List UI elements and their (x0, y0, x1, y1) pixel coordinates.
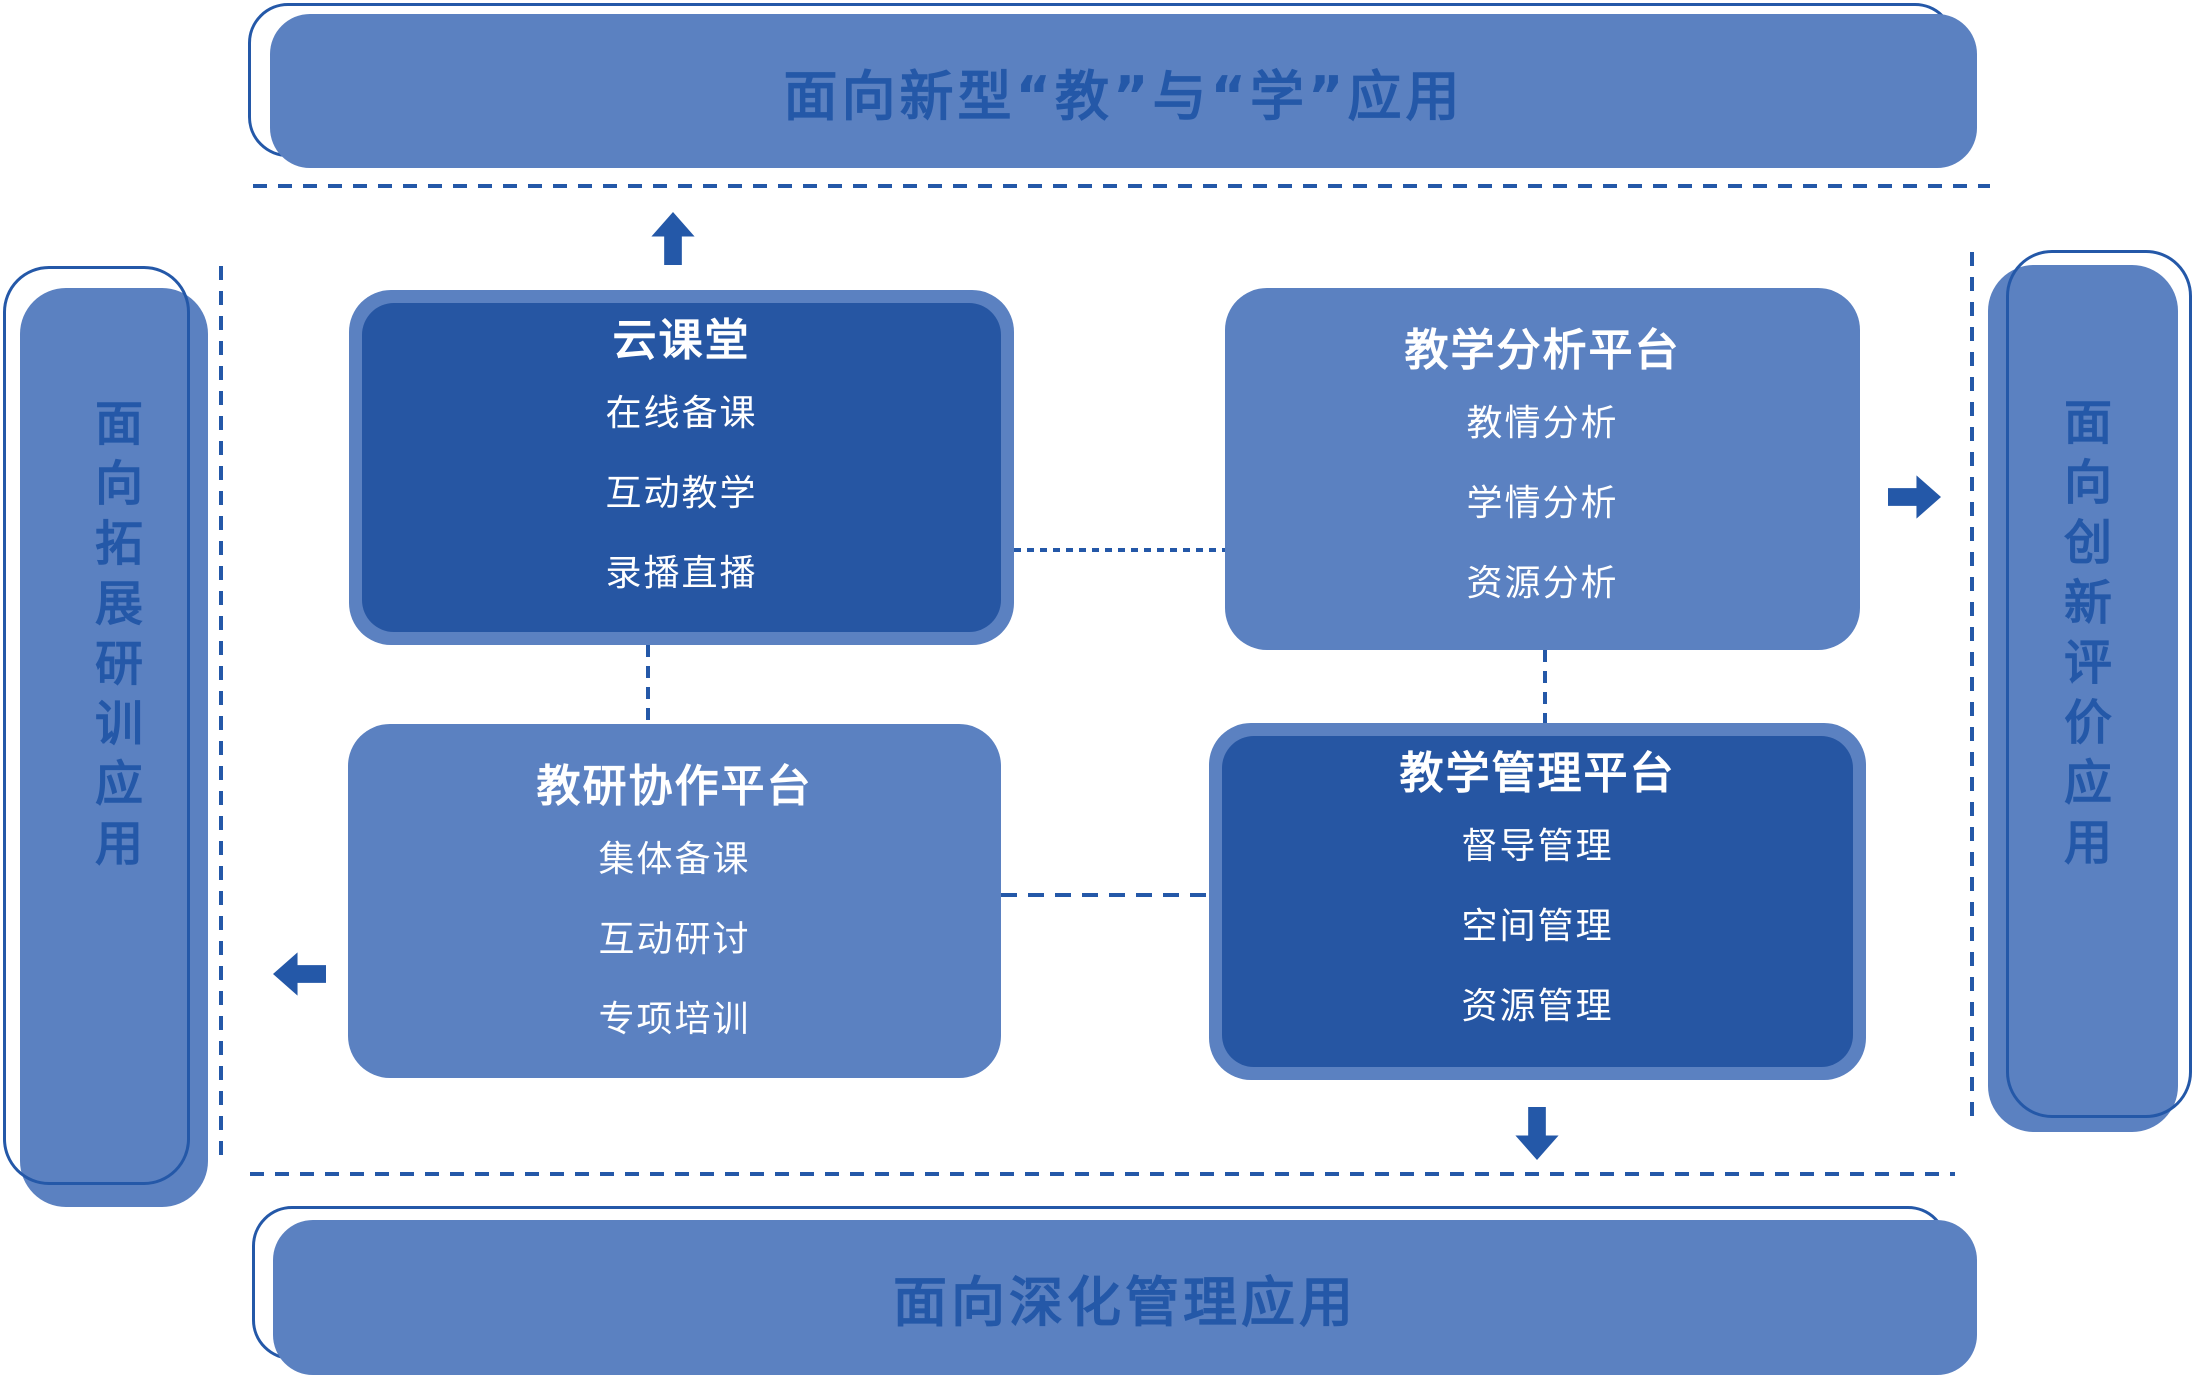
connector-analysis-to-management (1543, 650, 1547, 723)
up-arrow-icon (651, 212, 695, 265)
box-title: 教学分析平台 (1404, 325, 1681, 376)
connector-cloud-to-research (646, 645, 650, 724)
box-teaching-analysis: 教学分析平台 教情分析 学情分析 资源分析 (1225, 288, 1860, 650)
connector-cloud-to-analysis (1014, 548, 1225, 552)
left-arrow-icon (273, 952, 326, 996)
left-banner-outline (3, 266, 190, 1185)
box-item: 互动研讨 (598, 919, 751, 960)
box-item: 专项培训 (598, 999, 751, 1040)
box-item: 录播直播 (605, 553, 758, 594)
bottom-banner-label: 面向深化管理应用 (893, 1271, 1357, 1334)
top-banner-label: 面向新型“教”与“学”应用 (783, 64, 1464, 128)
box-title: 教研协作平台 (536, 761, 813, 812)
box-teaching-management: 教学管理平台 督导管理 空间管理 资源管理 (1209, 723, 1866, 1080)
right-banner-outline (2006, 250, 2192, 1118)
box-item: 资源管理 (1461, 986, 1614, 1027)
top-banner (270, 14, 1977, 168)
dashed-frame-top (253, 184, 1990, 188)
box-cloud-classroom-inner (362, 303, 1001, 632)
box-teaching-management-inner (1222, 736, 1853, 1067)
left-banner (20, 288, 208, 1207)
box-item: 空间管理 (1461, 906, 1614, 947)
box-item: 在线备课 (605, 393, 758, 434)
box-title: 教学管理平台 (1399, 748, 1676, 799)
connector-research-to-management (1001, 893, 1209, 897)
dashed-frame-right (1970, 252, 1974, 1120)
down-arrow-icon (1515, 1107, 1559, 1160)
dashed-frame-bottom (250, 1172, 1955, 1176)
right-banner (1988, 265, 2178, 1132)
left-banner-label: 面向拓展研训应用 (86, 398, 142, 878)
box-title: 云课堂 (612, 315, 751, 366)
bottom-banner (273, 1220, 1977, 1375)
box-item: 督导管理 (1461, 826, 1614, 867)
box-cloud-classroom: 云课堂 在线备课 互动教学 录播直播 (349, 290, 1014, 645)
box-item: 集体备课 (598, 839, 751, 880)
dashed-frame-left (219, 266, 223, 1160)
box-item: 资源分析 (1466, 563, 1619, 604)
box-research-collaboration: 教研协作平台 集体备课 互动研讨 专项培训 (348, 724, 1001, 1078)
right-arrow-icon (1888, 475, 1941, 519)
box-item: 学情分析 (1466, 483, 1619, 524)
box-item: 教情分析 (1466, 403, 1619, 444)
box-item: 互动教学 (605, 473, 758, 514)
right-banner-label: 面向创新评价应用 (2055, 397, 2111, 877)
